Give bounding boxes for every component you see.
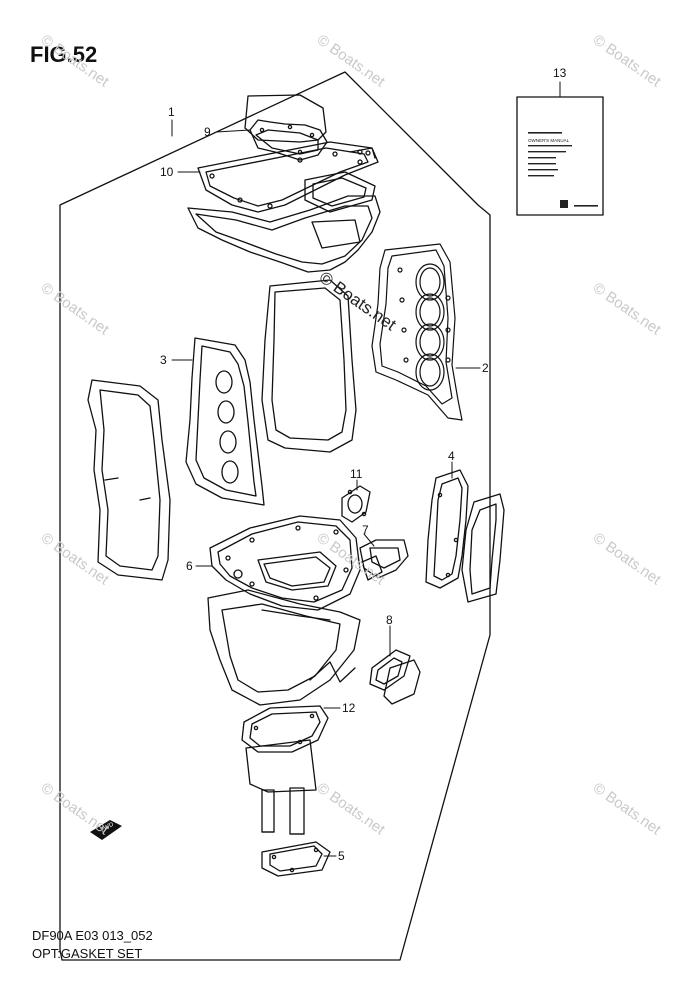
part-12-exhaust-gasket [241,705,329,753]
part-2-cylinder-head-gasket [371,243,463,421]
manual-heading: OWNER'S MANUAL [528,138,570,143]
callout-9: 9 [204,125,211,139]
watermark-5: © Boats.net [590,279,665,338]
leader-zigzag [309,661,356,683]
callout-4: 4 [448,449,455,463]
figure-code: DF90A E03 013_052 [32,928,153,943]
part-7-water-outlet-gasket [359,539,409,581]
watermark-8: © Boats.net [590,529,665,588]
part-3-valve-cover-gasket [185,337,265,506]
callout-11: 11 [350,467,363,481]
part-left-crankcase-gasket [87,379,171,581]
watermark-11: © Boats.net [590,779,665,838]
part-13-owners-manual [516,96,604,216]
watermark-6: © Boats.net [38,529,113,588]
leader-lines [171,81,561,857]
part-8-cover-gasket [369,649,421,705]
part-11-thermostat-gasket [341,485,371,523]
callout-13: 13 [553,66,567,80]
callout-3: 3 [160,353,167,367]
figure-name: OPT:GASKET SET [32,946,143,961]
callout-12: 12 [342,701,356,715]
watermark-10: © Boats.net [314,779,389,838]
callout-8: 8 [386,613,393,627]
callout-10: 10 [160,165,174,179]
part-engine-block [261,279,357,453]
part-exhaust-tube [245,739,317,835]
watermark-1: © Boats.net [38,31,113,90]
fwd-arrow-icon: FWD [90,820,122,840]
manual-contents [528,132,598,208]
kit-boundary [59,71,491,961]
watermark-3: © Boats.net [590,31,665,90]
callout-7: 7 [362,523,369,537]
figure-title: FIG.52 [30,42,98,67]
part-upper-housing-gasket [187,195,381,273]
callout-numbers: 1 13 9 10 3 2 4 11 7 6 8 12 5 [160,66,567,863]
part-6-oil-pan-gasket [209,515,361,611]
watermark-9: © Boats.net [38,779,113,838]
watermark-4: © Boats.net [38,279,113,338]
part-oil-pan-body [207,589,361,706]
part-10-manifold-gasket [197,141,379,213]
part-4-side-cover-gasket [425,469,469,589]
callout-1: 1 [168,105,175,119]
callout-5: 5 [338,849,345,863]
part-right-cover-gasket [461,493,505,603]
callout-6: 6 [186,559,193,573]
part-5-lower-gasket [261,841,331,877]
callout-2: 2 [482,361,489,375]
